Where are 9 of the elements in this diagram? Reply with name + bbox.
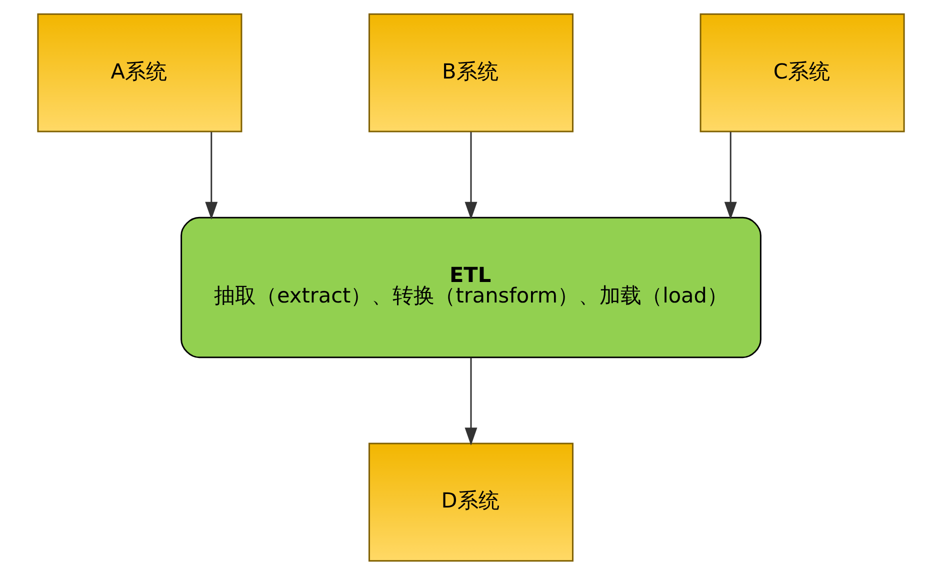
arrow xyxy=(204,132,218,220)
node-box: D系统 xyxy=(368,442,573,562)
arrow xyxy=(464,358,477,446)
arrow xyxy=(464,132,477,220)
arrow xyxy=(724,132,736,220)
node-box: ETL 抽取（extract）、转换（transform）、加载（load） xyxy=(180,216,761,358)
node-box: C系统 xyxy=(699,13,904,132)
node-box: A系统 xyxy=(36,13,242,132)
node-box: B系统 xyxy=(368,13,573,132)
